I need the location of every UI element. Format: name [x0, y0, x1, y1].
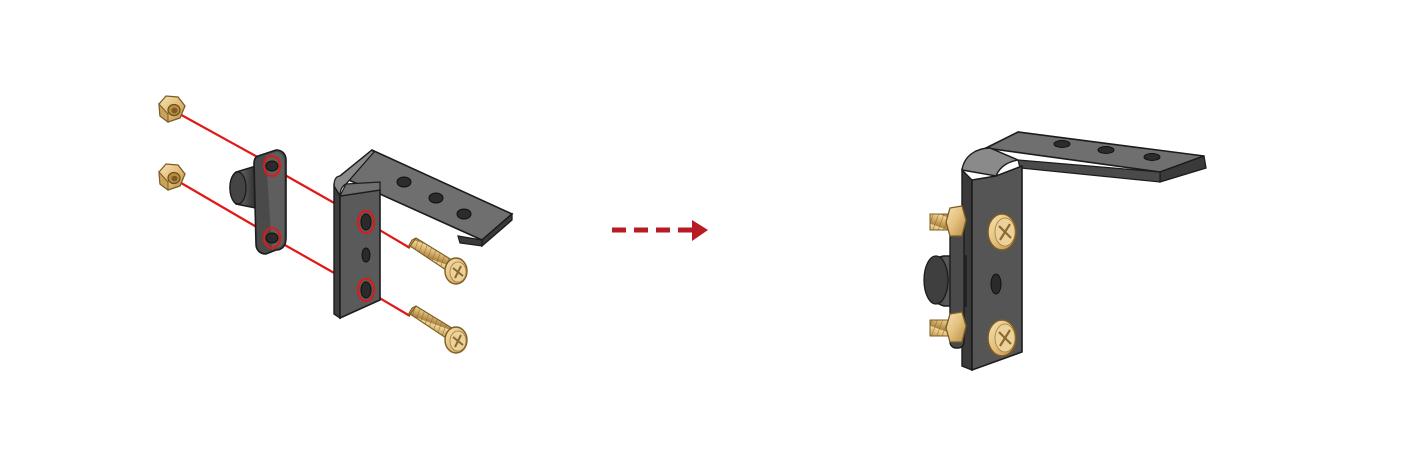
l-bracket	[333, 149, 514, 320]
hex-nut-icon	[929, 311, 967, 343]
dashed-right-arrow-icon	[612, 220, 708, 241]
hex-nut-icon	[158, 163, 186, 191]
bumper-spacer	[229, 149, 287, 255]
phillips-screw-icon	[987, 319, 1017, 357]
assembled-view	[923, 131, 1207, 372]
exploded-view	[158, 95, 514, 354]
bracket-hole-bottom-marker	[357, 278, 375, 302]
phillips-screw-icon	[406, 305, 468, 354]
spacer-hole-top-marker	[263, 155, 281, 177]
phillips-screw-icon	[987, 213, 1017, 251]
hex-nut-icon	[158, 95, 186, 123]
bracket-hole-top-marker	[357, 210, 375, 234]
phillips-screw-icon	[406, 237, 468, 285]
spacer-hole-bottom-marker	[263, 227, 281, 249]
assembly-line-bottom-spacer	[275, 239, 337, 275]
hex-nut-icon	[929, 205, 967, 237]
